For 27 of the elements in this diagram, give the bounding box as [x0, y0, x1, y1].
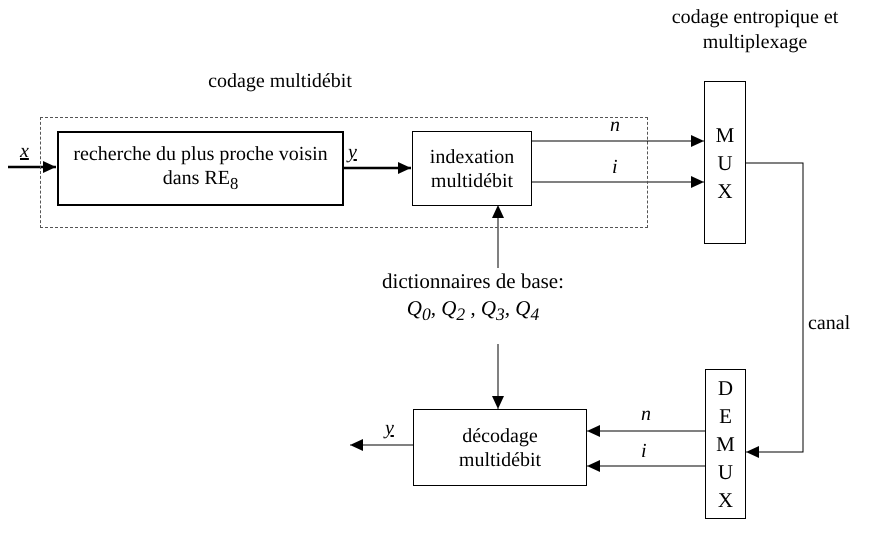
arrow	[343, 162, 411, 174]
edge-label: y	[348, 141, 357, 163]
arrow	[492, 344, 504, 410]
edge-label: n	[641, 403, 651, 425]
block-label: MUX	[714, 122, 736, 204]
block-label: recherche du plus proche voisin dans RE$_{8}$	[72, 142, 329, 194]
arrow	[586, 460, 706, 472]
arrow	[492, 204, 504, 268]
edge-label: i	[641, 440, 647, 462]
annotation-text: Q$_{0}$, Q$_{2}$ , Q$_{3}$, Q$_{4}$	[406, 295, 540, 326]
block-label: décodage multidébit	[458, 424, 542, 472]
arrow	[350, 439, 414, 451]
arrow	[586, 425, 706, 437]
block-heading: codage entropique et multiplexage	[670, 5, 840, 55]
edge-label: y	[385, 417, 394, 439]
arrow	[530, 135, 704, 147]
group-heading: codage multidébit	[207, 69, 353, 94]
arrow	[746, 162, 804, 458]
arrow	[530, 176, 704, 188]
edge-label: i	[612, 156, 618, 178]
annotation-text: dictionnaires de base:	[381, 268, 565, 295]
arrow	[8, 161, 56, 173]
edge-label: x	[20, 140, 29, 162]
edge-label: canal	[808, 312, 850, 334]
block-label: DEMUX	[715, 375, 736, 514]
edge-label: n	[610, 114, 620, 136]
block-label: indexation multidébit	[428, 144, 516, 192]
